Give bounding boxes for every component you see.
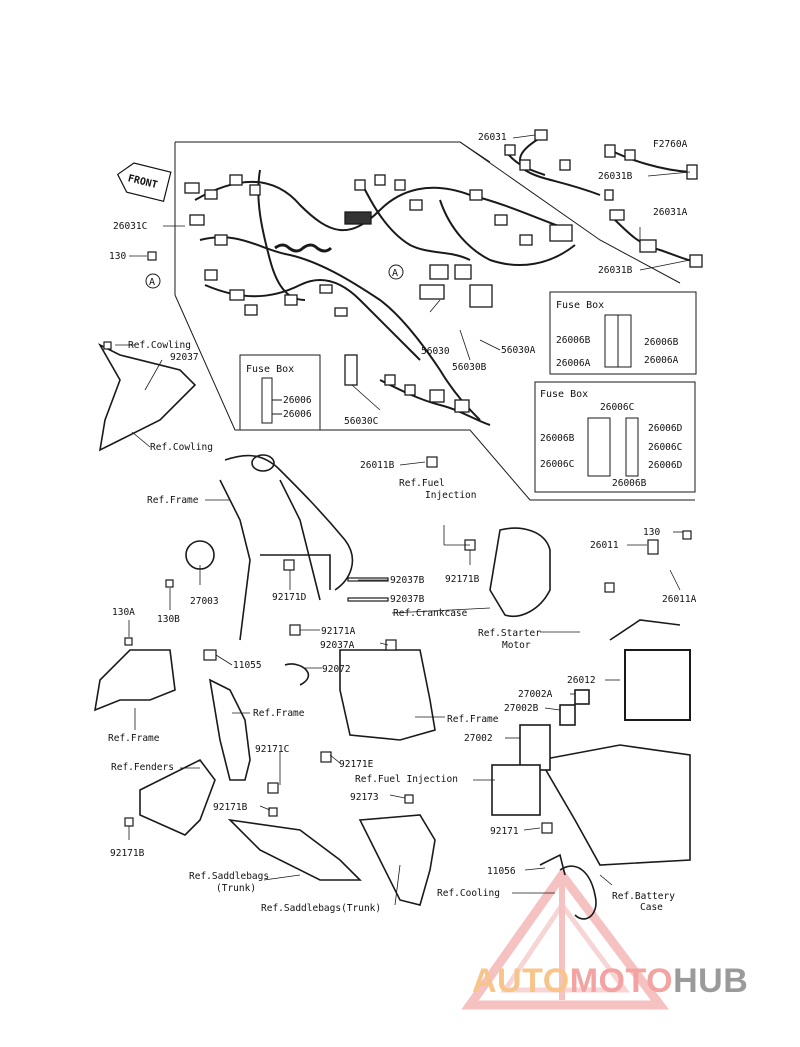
fuse-label: 26006A (556, 358, 591, 369)
part-label: 130 (109, 251, 126, 262)
part-label: 92171D (272, 592, 307, 603)
part-label: 27003 (190, 596, 219, 607)
part-label: 92171B (445, 574, 480, 585)
watermark-part-b: MOTO (569, 962, 674, 1000)
fuse-label: 26006B (644, 337, 679, 348)
part-label: 11055 (233, 660, 262, 671)
ref-label: Ref.Fuel Injection (355, 774, 458, 785)
fuse-label: 26006D (648, 423, 683, 434)
fuse-label: 26006A (644, 355, 679, 366)
part-label: 92171 (490, 826, 519, 837)
part-label: 92173 (350, 792, 379, 803)
ref-label: Ref.Frame (253, 708, 305, 719)
part-label: 26031A (653, 207, 688, 218)
ref-label: Ref.Fenders (111, 762, 174, 773)
front-arrow: FRONT (116, 162, 172, 203)
ref-label: Ref.Crankcase (393, 608, 468, 619)
fuse-label: 26006C (648, 442, 682, 453)
part-label: 56030A (501, 345, 536, 356)
ref-label: Ref.Frame (447, 714, 499, 725)
callout-markers: A A (145, 264, 404, 289)
part-label: 92037B (390, 594, 425, 605)
ref-label: Ref.Cowling (150, 442, 213, 453)
fuse-box-2: Fuse Box 26006B 26006B 26006A 26006A (549, 291, 697, 375)
fuse-label: 26006C (600, 402, 634, 413)
frame-and-parts (93, 343, 691, 920)
part-label: F2760A (653, 139, 688, 150)
fasteners (103, 251, 692, 834)
ref-label: Ref.Frame (108, 733, 160, 744)
fuse-box-3-title: Fuse Box (540, 389, 588, 400)
fuse-box-2-title: Fuse Box (556, 300, 604, 311)
part-label: 26011 (590, 540, 619, 551)
fuse-box-1-title: Fuse Box (246, 364, 294, 375)
part-label: 27002A (518, 689, 553, 700)
part-label: 11056 (487, 866, 516, 877)
watermark-triangle (461, 867, 670, 1010)
part-label: 92171B (110, 848, 145, 859)
part-label: 26031 (478, 132, 507, 143)
part-label: 92171B (213, 802, 248, 813)
fuse-label: 26006B (556, 335, 591, 346)
ref-label: Ref.Frame (147, 495, 199, 506)
harness-connectors (184, 174, 573, 413)
part-label: 130 (643, 527, 660, 538)
part-label: 26031B (598, 265, 633, 276)
part-label: 92171C (255, 744, 289, 755)
ref-label: Ref.Battery (612, 891, 675, 902)
part-label: 26031C (113, 221, 147, 232)
part-label: 130B (157, 614, 180, 625)
part-label: 92037 (170, 352, 199, 363)
part-label: 27002B (504, 703, 539, 714)
ref-label: Motor (502, 640, 531, 651)
callout-marker: A (392, 268, 398, 279)
ref-label: Ref.Saddlebags (189, 871, 269, 882)
fuse-box-1: Fuse Box 26006 26006 (239, 354, 321, 431)
watermark-part-a: AUTO (472, 962, 570, 1000)
sub-harness-connectors (504, 129, 703, 268)
main-harness-outline (174, 141, 695, 501)
part-label: 92072 (322, 664, 351, 675)
reference-labels: Ref.Cowling Ref.Cowling Ref.Frame Ref.Fu… (108, 340, 675, 914)
fuse-label: 26006B (612, 478, 647, 489)
part-label: 26011A (662, 594, 697, 605)
part-label: 26012 (567, 675, 596, 686)
watermark-part-c: HUB (673, 962, 749, 1000)
part-label: 130A (112, 607, 135, 618)
fuse-label: 26006B (540, 433, 575, 444)
fuse-label: 26006 (283, 409, 312, 420)
callout-marker: A (149, 277, 155, 288)
ref-label: Injection (425, 490, 476, 501)
ref-label: Ref.Cowling (128, 340, 191, 351)
part-label: 56030C (344, 416, 378, 427)
part-label: 92171E (339, 759, 374, 770)
ref-label: Ref.Fuel (399, 478, 445, 489)
fuse-label: 26006C (540, 459, 574, 470)
fuse-box-3: Fuse Box 26006C 26006B 26006D 26006C 260… (534, 381, 696, 493)
part-label: 92171A (321, 626, 356, 637)
ref-label: Ref.Cooling (437, 888, 500, 899)
fuse-label: 26006 (283, 395, 312, 406)
part-labels: 26031 F2760A 26031B 26031A 26031B 26031C… (109, 132, 697, 877)
part-label: 56030B (452, 362, 487, 373)
ref-label: Case (640, 902, 663, 913)
fuse-label: 26006D (648, 460, 683, 471)
part-label: 26031B (598, 171, 633, 182)
leader-lines (115, 134, 691, 906)
main-harness (194, 169, 576, 426)
sub-harness-26031 (504, 137, 701, 263)
part-label: 92037A (320, 640, 355, 651)
ref-label: (Trunk) (216, 883, 256, 894)
part-label: 26011B (360, 460, 395, 471)
ref-label: Ref.Starter (478, 628, 541, 639)
part-label: 56030 (421, 346, 450, 357)
part-label: 27002 (464, 733, 493, 744)
part-label: 92037B (390, 575, 425, 586)
watermark-logo: AUTOMOTOHUB (472, 962, 748, 1006)
ref-label: Ref.Saddlebags(Trunk) (261, 903, 381, 914)
